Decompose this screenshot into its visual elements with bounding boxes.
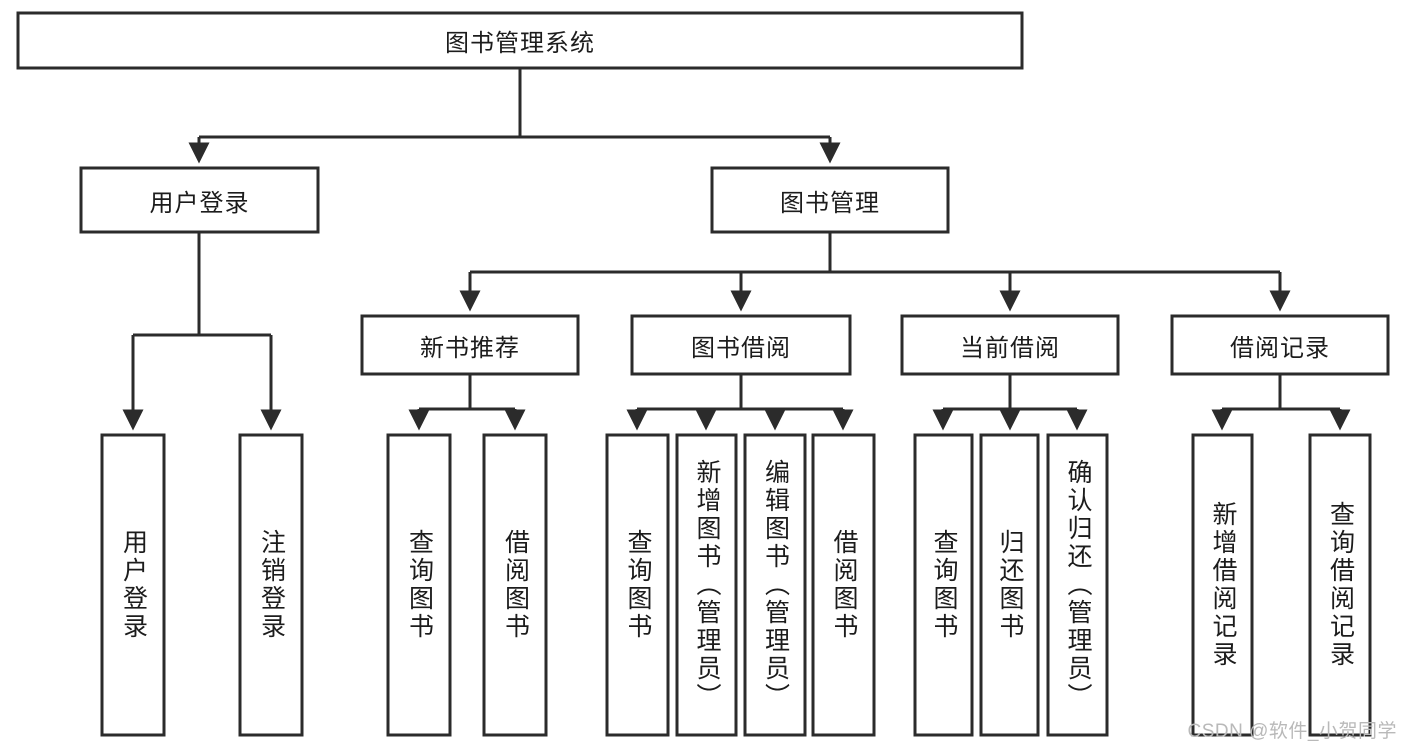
node-box-leaf-query-record[interactable]	[1308, 433, 1372, 737]
node-box-leaf-logout[interactable]	[238, 433, 304, 737]
node-box-leaf-edit-book[interactable]	[743, 433, 807, 737]
node-box-current-borrow[interactable]	[900, 314, 1120, 376]
node-box-book-borrow[interactable]	[630, 314, 852, 376]
node-box-leaf-query-book-1[interactable]	[386, 433, 452, 737]
node-box-leaf-add-book[interactable]	[675, 433, 738, 737]
node-box-leaf-user-login[interactable]	[100, 433, 166, 737]
node-box-leaf-borrow-book-2[interactable]	[811, 433, 876, 737]
node-box-user-login[interactable]	[79, 166, 320, 234]
node-box-new-book-recommend[interactable]	[360, 314, 580, 376]
node-box-book-management[interactable]	[710, 166, 950, 234]
node-box-leaf-query-book-3[interactable]	[913, 433, 974, 737]
node-box-root[interactable]	[16, 11, 1024, 70]
node-box-leaf-add-record[interactable]	[1191, 433, 1254, 737]
node-box-leaf-return-book[interactable]	[979, 433, 1040, 737]
node-box-leaf-confirm-return[interactable]	[1046, 433, 1109, 737]
node-box-leaf-borrow-book-1[interactable]	[482, 433, 548, 737]
node-box-leaf-query-book-2[interactable]	[605, 433, 670, 737]
node-box-borrow-record[interactable]	[1170, 314, 1390, 376]
